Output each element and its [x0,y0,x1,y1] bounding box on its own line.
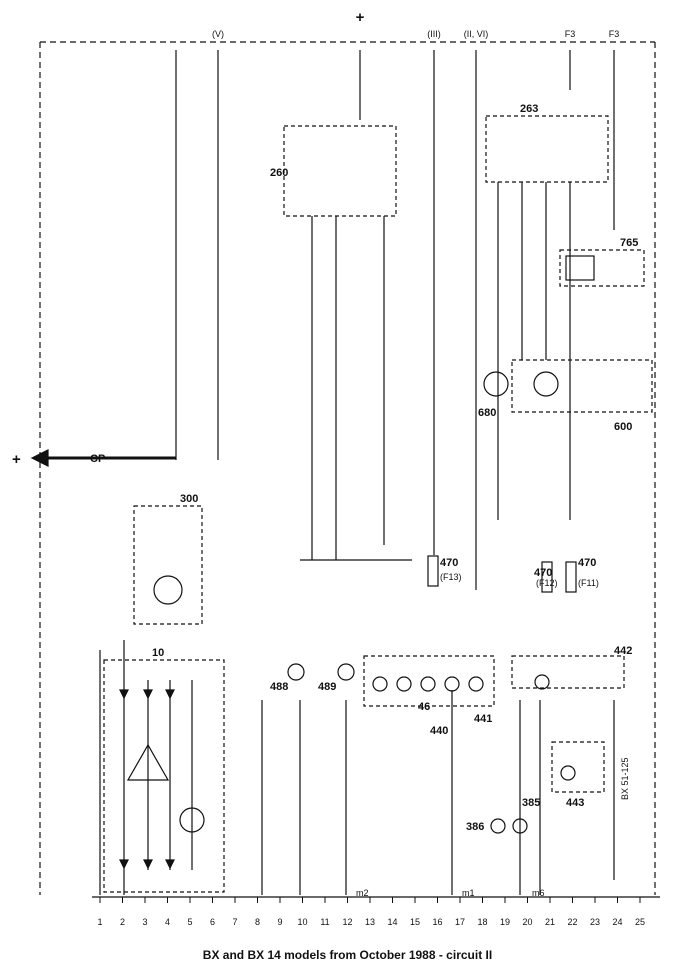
component-470b: 470 [534,567,552,579]
ground-m1: m1 [462,888,475,898]
scale-label: 10 [297,917,307,927]
component-441: 441 [474,713,492,725]
scale-label: 20 [522,917,532,927]
scale-label: 14 [387,917,397,927]
scale-label: 13 [365,917,375,927]
scale-label: 11 [320,917,329,927]
top-label-ii-vi: (II, VI) [464,29,489,39]
scale-label: 17 [455,917,465,927]
scale-label: 2 [120,917,125,927]
component-765: 765 [620,237,638,249]
scale-label: 6 [210,917,215,927]
component-489: 489 [318,681,336,693]
component-470a-sub: (F13) [440,572,462,582]
component-10: 10 [152,647,164,659]
scale-label: 25 [635,917,645,927]
component-260: 260 [270,167,288,179]
component-386: 386 [466,821,484,833]
component-470c: 470 [578,557,596,569]
component-470b-sub: (F12) [536,578,558,588]
ground-m6: m6 [532,888,545,898]
top-plus-label: + [356,9,365,26]
scale-label: 24 [612,917,622,927]
component-488: 488 [270,681,288,693]
top-label-f3-b: F3 [609,29,620,39]
scale-label: 1 [97,917,102,927]
reference-label: BX 51-125 [620,757,630,800]
diagram-caption: BX and BX 14 models from October 1988 - … [202,948,493,962]
component-263: 263 [520,103,538,115]
component-385: 385 [522,797,540,809]
scale-label: 19 [500,917,510,927]
scale-label: 8 [255,917,260,927]
scale-label: 7 [232,917,237,927]
scale-label: 16 [432,917,442,927]
scale-label: 23 [590,917,600,927]
scale-label: 9 [277,917,282,927]
component-470a: 470 [440,557,458,569]
component-442: 442 [614,645,632,657]
scale-label: 3 [142,917,147,927]
left-plus-label: + [12,451,21,468]
cp-label: CP [90,453,105,465]
component-600: 600 [614,421,632,433]
scale-label: 15 [410,917,420,927]
top-label-f3-a: F3 [565,29,576,39]
scale-label: 22 [567,917,577,927]
component-46: 46 [418,701,430,713]
top-label-v: (V) [212,29,224,39]
scale-label: 4 [165,917,170,927]
scale-label: 18 [477,917,487,927]
scale-label: 12 [342,917,352,927]
scale-label: 5 [187,917,192,927]
ground-m2: m2 [356,888,369,898]
component-470c-sub: (F11) [578,578,599,588]
top-label-iii: (III) [427,29,441,39]
component-680: 680 [478,407,496,419]
component-440: 440 [430,725,448,737]
component-443: 443 [566,797,584,809]
scale-label: 21 [545,917,555,927]
component-300: 300 [180,493,198,505]
